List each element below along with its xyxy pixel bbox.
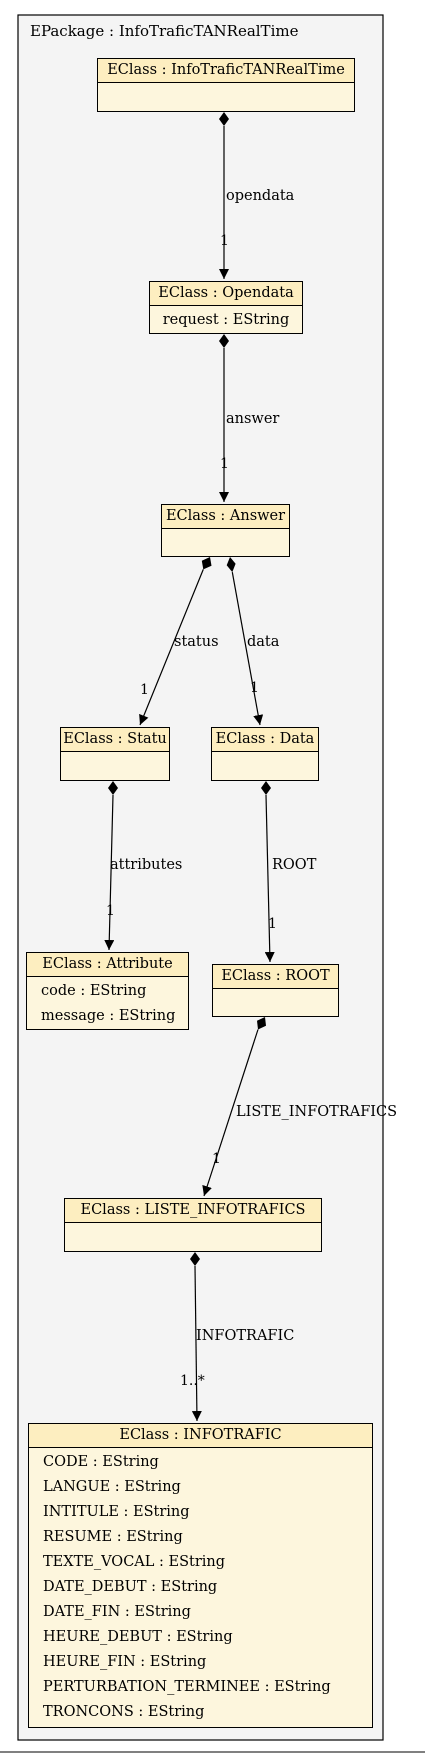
attribute-item: PERTURBATION_TERMINEE : EString: [43, 1679, 331, 1695]
composition-diamond: [226, 557, 236, 573]
composition-diamond: [261, 781, 271, 795]
attribute-list: request : EString: [150, 306, 302, 333]
ref-status: [139, 557, 212, 726]
reference-label-data: data: [247, 634, 280, 650]
reference-label-liste: LISTE_INFOTRAFICS: [236, 1104, 398, 1120]
multiplicity-infotrafic: 1..*: [180, 1373, 205, 1389]
class-attribute[interactable]: EClass : Attribute code : EString messag…: [26, 952, 189, 1030]
reference-line: [202, 1029, 259, 1197]
attribute-item: TEXTE_VOCAL : EString: [43, 1554, 226, 1570]
class-infotrafic-tan[interactable]: EClass : InfoTraficTANRealTime: [97, 58, 355, 112]
class-title: EClass : ROOT: [213, 965, 338, 989]
attribute-item: code : EString: [41, 983, 147, 999]
multiplicity-root: 1: [268, 916, 277, 932]
multiplicity-status: 1: [140, 682, 149, 698]
class-title: EClass : Answer: [162, 505, 289, 529]
class-liste-infotrafics[interactable]: EClass : LISTE_INFOTRAFICS: [64, 1198, 322, 1252]
class-title: EClass : Data: [212, 728, 318, 752]
reference-label-answer: answer: [226, 411, 280, 427]
composition-diamond: [190, 1252, 200, 1266]
composition-diamond: [108, 781, 118, 795]
reference-line: [191, 1265, 202, 1422]
ref-data: [226, 557, 264, 726]
class-title: EClass : Statu: [61, 728, 169, 752]
class-statu[interactable]: EClass : Statu: [60, 727, 170, 781]
attribute-item: request : EString: [162, 312, 290, 328]
class-answer[interactable]: EClass : Answer: [161, 504, 290, 557]
class-title: EClass : LISTE_INFOTRAFICS: [65, 1199, 321, 1223]
class-root[interactable]: EClass : ROOT: [212, 964, 339, 1017]
reference-line: [139, 569, 204, 726]
attribute-item: DATE_DEBUT : EString: [43, 1579, 218, 1595]
multiplicity-opendata: 1: [220, 233, 229, 249]
composition-diamond: [219, 334, 229, 348]
reference-line: [104, 794, 115, 951]
reference-line: [231, 571, 264, 726]
class-data[interactable]: EClass : Data: [211, 727, 319, 781]
attribute-item: message : EString: [41, 1008, 176, 1024]
reference-label-root: ROOT: [272, 857, 317, 873]
ref-root: [261, 781, 275, 963]
composition-diamond: [219, 112, 229, 126]
class-title: EClass : InfoTraficTANRealTime: [98, 59, 354, 83]
multiplicity-liste: 1: [212, 1151, 221, 1167]
attribute-item: HEURE_DEBUT : EString: [43, 1629, 233, 1645]
multiplicity-data: 1: [250, 680, 259, 696]
multiplicity-attributes: 1: [106, 903, 115, 919]
reference-label-status: status: [174, 634, 219, 650]
composition-diamond: [201, 557, 212, 570]
ref-infotrafic: [190, 1252, 202, 1422]
reference-line: [264, 794, 275, 963]
reference-label-opendata: opendata: [226, 188, 295, 204]
attribute-item: INTITULE : EString: [43, 1504, 190, 1520]
attribute-item: DATE_FIN : EString: [43, 1604, 191, 1620]
class-title: EClass : INFOTRAFIC: [29, 1424, 372, 1448]
ref-answer: [219, 334, 229, 502]
class-opendata[interactable]: EClass : Opendata request : EString: [149, 281, 303, 334]
attribute-item: CODE : EString: [43, 1454, 159, 1470]
composition-diamond: [257, 1017, 266, 1030]
class-title: EClass : Opendata: [150, 282, 302, 306]
attribute-list: CODE : EString LANGUE : EString INTITULE…: [29, 1448, 372, 1725]
reference-label-attributes: attributes: [110, 857, 183, 873]
attribute-item: LANGUE : EString: [43, 1479, 181, 1495]
multiplicity-answer: 1: [220, 456, 229, 472]
attribute-item: TRONCONS : EString: [43, 1704, 205, 1720]
package-title: EPackage : InfoTraficTANRealTime: [30, 22, 299, 40]
ref-opendata: [219, 112, 229, 279]
attribute-item: RESUME : EString: [43, 1529, 183, 1545]
attribute-list: code : EString message : EString: [27, 977, 188, 1029]
ref-liste: [202, 1017, 266, 1197]
attribute-item: HEURE_FIN : EString: [43, 1654, 207, 1670]
reference-label-infotrafic: INFOTRAFIC: [196, 1328, 295, 1344]
class-infotrafic[interactable]: EClass : INFOTRAFIC CODE : EString LANGU…: [28, 1423, 373, 1728]
ref-attributes: [104, 781, 118, 951]
class-title: EClass : Attribute: [27, 953, 188, 977]
